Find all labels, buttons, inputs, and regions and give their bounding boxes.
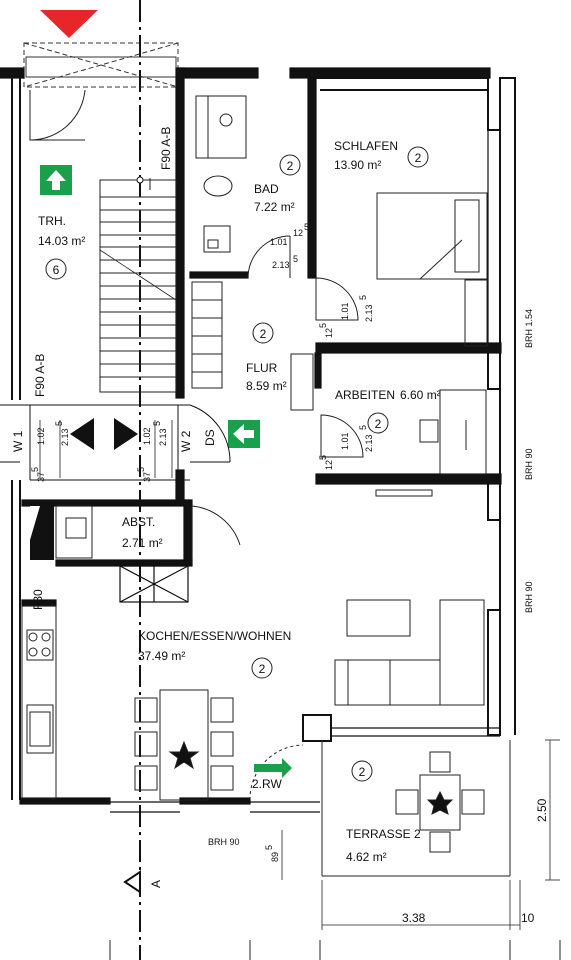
door-arrow-right-icon [114, 418, 138, 450]
w2-37: 37 [142, 472, 152, 482]
brh-90-bottom-label: BRH 90 [208, 837, 240, 847]
abst-area: 2.71 m² [122, 536, 163, 550]
arbeiten-door-12: 12 [324, 460, 334, 470]
sofa [334, 599, 485, 706]
w2-label: W 2 [179, 430, 193, 452]
trh-circle-number: 6 [53, 263, 60, 277]
stair-start-dot [136, 176, 144, 184]
w1-37: 37 [36, 472, 46, 482]
brh-154-label: BRH 1.54 [524, 309, 534, 348]
arbeiten-door-height: 2.13 [364, 434, 374, 452]
brh-90-label-b: BRH 90 [524, 581, 534, 613]
kitchen-counter [21, 605, 57, 799]
arbeiten-door-swing [320, 414, 364, 458]
w1-37-sup: 5 [30, 467, 40, 472]
exit-sign-up-icon [40, 165, 72, 195]
terrace-door-swing [249, 744, 304, 801]
bad-name: BAD [254, 182, 279, 196]
terrace-width-10: 10 [521, 911, 535, 925]
w1-height-213: 2.13 [60, 428, 70, 446]
dimension-lines [39, 420, 560, 930]
terrace [321, 740, 511, 877]
schlafen-name: SCHLAFEN [334, 139, 398, 153]
schlafen-door-swing [315, 277, 359, 321]
terrasse-name: TERRASSE 2 [346, 827, 421, 841]
f30-label: F30 [31, 589, 45, 610]
section-a-label: A [149, 880, 163, 888]
abst-storage [30, 505, 241, 560]
arbeiten-circle-number: 2 [375, 417, 382, 431]
arbeiten-area: 6.60 m² [400, 388, 441, 402]
w2-width-102: 1.02 [142, 427, 152, 445]
bottom-grid-lines [109, 940, 561, 960]
brh-89-sup: 5 [264, 845, 274, 850]
bad-door-12-sup: 5 [304, 222, 309, 232]
kochen-area: 37.49 m² [138, 649, 185, 663]
flur-circle-number: 2 [260, 327, 267, 341]
w1-width-102: 1.02 [36, 427, 46, 445]
schlafen-area: 13.90 m² [334, 158, 381, 172]
terrace-depth-250: 2.50 [535, 798, 549, 822]
room-number-circles [45, 146, 429, 782]
arbeiten-door-height-sup: 5 [358, 425, 368, 430]
bad-door-height: 2.13 [272, 260, 290, 270]
terrasse-circle-number: 2 [359, 765, 366, 779]
terrasse-area: 4.62 m² [346, 850, 387, 864]
abst-name: ABST. [122, 515, 155, 529]
arbeiten-door-12-sup: 5 [318, 455, 328, 460]
arbeiten-door-width: 1.01 [340, 432, 350, 450]
bad-door-12: 12 [293, 228, 303, 238]
bad-circle-number: 2 [287, 159, 294, 173]
entry-door-frame [0, 404, 231, 481]
brh-90-label-a: BRH 90 [524, 448, 534, 480]
flur-area: 8.59 m² [246, 379, 287, 393]
walls [0, 67, 516, 813]
w2-height-213: 2.13 [158, 428, 168, 446]
tv [375, 489, 433, 497]
schlafen-door-12: 12 [324, 328, 334, 338]
desk [419, 389, 487, 475]
section-marker-triangle [40, 10, 98, 38]
ds-label: DS [203, 429, 217, 446]
schlafen-door-12-sup: 5 [318, 323, 328, 328]
bad-door-width: 1.01 [270, 237, 288, 247]
bad-area: 7.22 m² [254, 200, 295, 214]
arbeiten-name: ARBEITEN [335, 388, 395, 402]
schlafen-door-height: 2.13 [364, 304, 374, 322]
staircase [99, 179, 223, 393]
trh-area: 14.03 m² [38, 234, 85, 248]
brh-89: 89 [270, 852, 280, 862]
bed [376, 192, 488, 347]
schlafen-circle-number: 2 [415, 151, 422, 165]
w2-height-213-sup: 5 [152, 421, 162, 426]
dining-table [134, 689, 234, 801]
door-arrow-left-icon [70, 418, 94, 450]
stair-door-swing [29, 89, 86, 141]
schlafen-door-height-sup: 5 [358, 295, 368, 300]
trh-name: TRH. [38, 214, 66, 228]
roof-hatch [23, 42, 179, 88]
schlafen-door-width: 1.01 [340, 302, 350, 320]
terrace-width-338: 3.38 [402, 911, 426, 925]
w1-label: W 1 [11, 430, 25, 452]
section-a-arrow-icon [123, 870, 141, 894]
exit-sign-left-icon [228, 420, 260, 448]
rw-label: 2.RW [252, 777, 282, 791]
bathroom-fixtures [195, 95, 291, 279]
f90-label-top: F90 A-B [159, 127, 173, 170]
f90-label-left: F90 A-B [33, 354, 47, 397]
terrace-exit-arrow-icon [254, 758, 292, 778]
flur-name: FLUR [246, 361, 278, 375]
w1-height-213-sup: 5 [54, 421, 64, 426]
flur-cabinet [290, 353, 314, 411]
w2-37-sup: 5 [136, 467, 146, 472]
bad-door-height-sup: 5 [293, 254, 298, 264]
kochen-name: KOCHEN/ESSEN/WOHNEN [138, 629, 291, 643]
kochen-circle-number: 2 [259, 662, 266, 676]
